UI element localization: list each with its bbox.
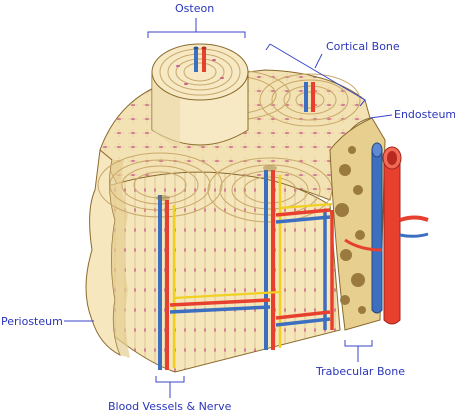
label-periosteum: Periosteum [1, 315, 63, 328]
label-trabecular-bone: Trabecular Bone [315, 365, 405, 378]
osteon-cylinder [151, 43, 249, 148]
label-endosteum: Endosteum [394, 108, 455, 121]
endosteal-large-vessels [344, 142, 429, 325]
label-cortical-bone-group: Cortical Bone [265, 40, 400, 107]
label-osteon: Osteon [175, 2, 214, 15]
label-trabecular-bone-group: Trabecular Bone [315, 340, 405, 378]
trabecular-bone [329, 117, 386, 331]
label-endosteum-group: Endosteum [369, 108, 455, 121]
label-cortical-bone: Cortical Bone [326, 40, 400, 53]
osteon-rings-right [259, 73, 361, 127]
label-blood-vessels-nerve: Blood Vessels & Nerve [108, 400, 232, 413]
osteon-vessels-right [304, 82, 315, 112]
label-periosteum-group: Periosteum [1, 315, 94, 328]
label-blood-vessels-nerve-group: Blood Vessels & Nerve [108, 376, 232, 413]
label-osteon-group: Osteon [147, 2, 246, 38]
internal-blood-vessels-nerve [156, 165, 334, 370]
